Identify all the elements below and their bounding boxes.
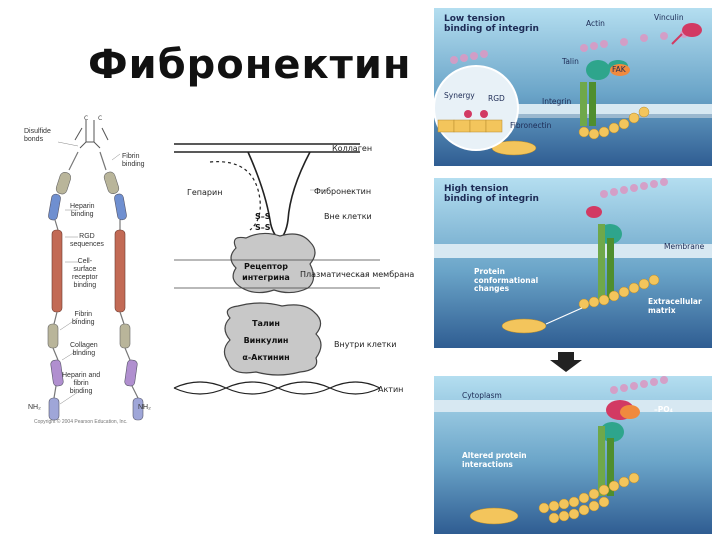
label-talin-en: Talin [562, 57, 579, 66]
label-talin-ru: Талин [252, 319, 280, 328]
integrin-tension-panels [434, 8, 712, 534]
label-heparin: Гепарин [187, 188, 223, 197]
label-vinculin-ru: Винкулин [243, 336, 289, 345]
label-disulfide-bonds: Disulfide bonds [24, 128, 51, 143]
label-rgd-sequences: RGD sequences [70, 233, 104, 248]
panel2-title: High tension binding of integrin [444, 184, 539, 204]
label-fibrin-binding-top: Fibrin binding [122, 153, 145, 168]
label-membrane: Membrane [664, 242, 705, 251]
label-actin-en-1: Actin [586, 19, 605, 28]
label-actin-ru: Актин [378, 385, 404, 394]
label-cell-surface: Cell- surface receptor binding [72, 258, 98, 289]
label-collagen-binding: Collagen binding [70, 342, 98, 357]
label-outside-cell: Вне клетки [324, 212, 372, 221]
label-inside-cell: Внутри клетки [334, 340, 397, 349]
label-altered-interactions: Altered protein interactions [462, 451, 527, 469]
label-fibrin-binding: Fibrin binding [72, 311, 95, 326]
svg-text:C: C [84, 115, 88, 122]
label-rgd: RGD [488, 94, 505, 103]
label-fibronectin-ru: Фибронектин [314, 187, 372, 196]
focal-adhesion-schematic [173, 143, 380, 395]
label-extracellular-matrix: Extracellular matrix [648, 297, 702, 315]
label-po4: –PO₄ [654, 405, 673, 414]
label-integrin-en: Integrin [542, 97, 572, 106]
label-fak: FAK [612, 65, 626, 74]
label-receptor: Рецептор интегрина [242, 262, 290, 282]
label-actinin-ru: α-Актинин [242, 353, 290, 362]
svg-text:C: C [98, 115, 102, 122]
label-cytoplasm: Cytoplasm [462, 391, 502, 400]
copyright-text: Copyright © 2004 Pearson Education, Inc. [34, 419, 128, 425]
panel1-title: Low tension binding of integrin [444, 14, 539, 34]
label-ss-bottom: S–S [255, 223, 271, 232]
label-heparin-fibrin-binding: Heparin and fibrin binding [62, 372, 101, 395]
label-vinculin-en: Vinculin [654, 13, 684, 22]
label-ss-top: S–S [255, 212, 271, 221]
page-title: Фибронектин [88, 42, 412, 88]
label-nh2-left: NH₂ [28, 404, 41, 411]
label-plasma-membrane: Плазматическая мембрана [300, 270, 415, 279]
label-collagen: Коллаген [332, 144, 373, 153]
fibronectin-dimer-diagram: C C [47, 115, 144, 421]
label-synergy: Synergy [444, 91, 475, 100]
label-heparin-binding: Heparin binding [70, 203, 95, 218]
label-nh2-right: NH₂ [138, 404, 151, 411]
label-protein-changes: Protein conformational changes [474, 267, 539, 293]
label-fibronectin-en: Fibronectin [510, 121, 552, 130]
